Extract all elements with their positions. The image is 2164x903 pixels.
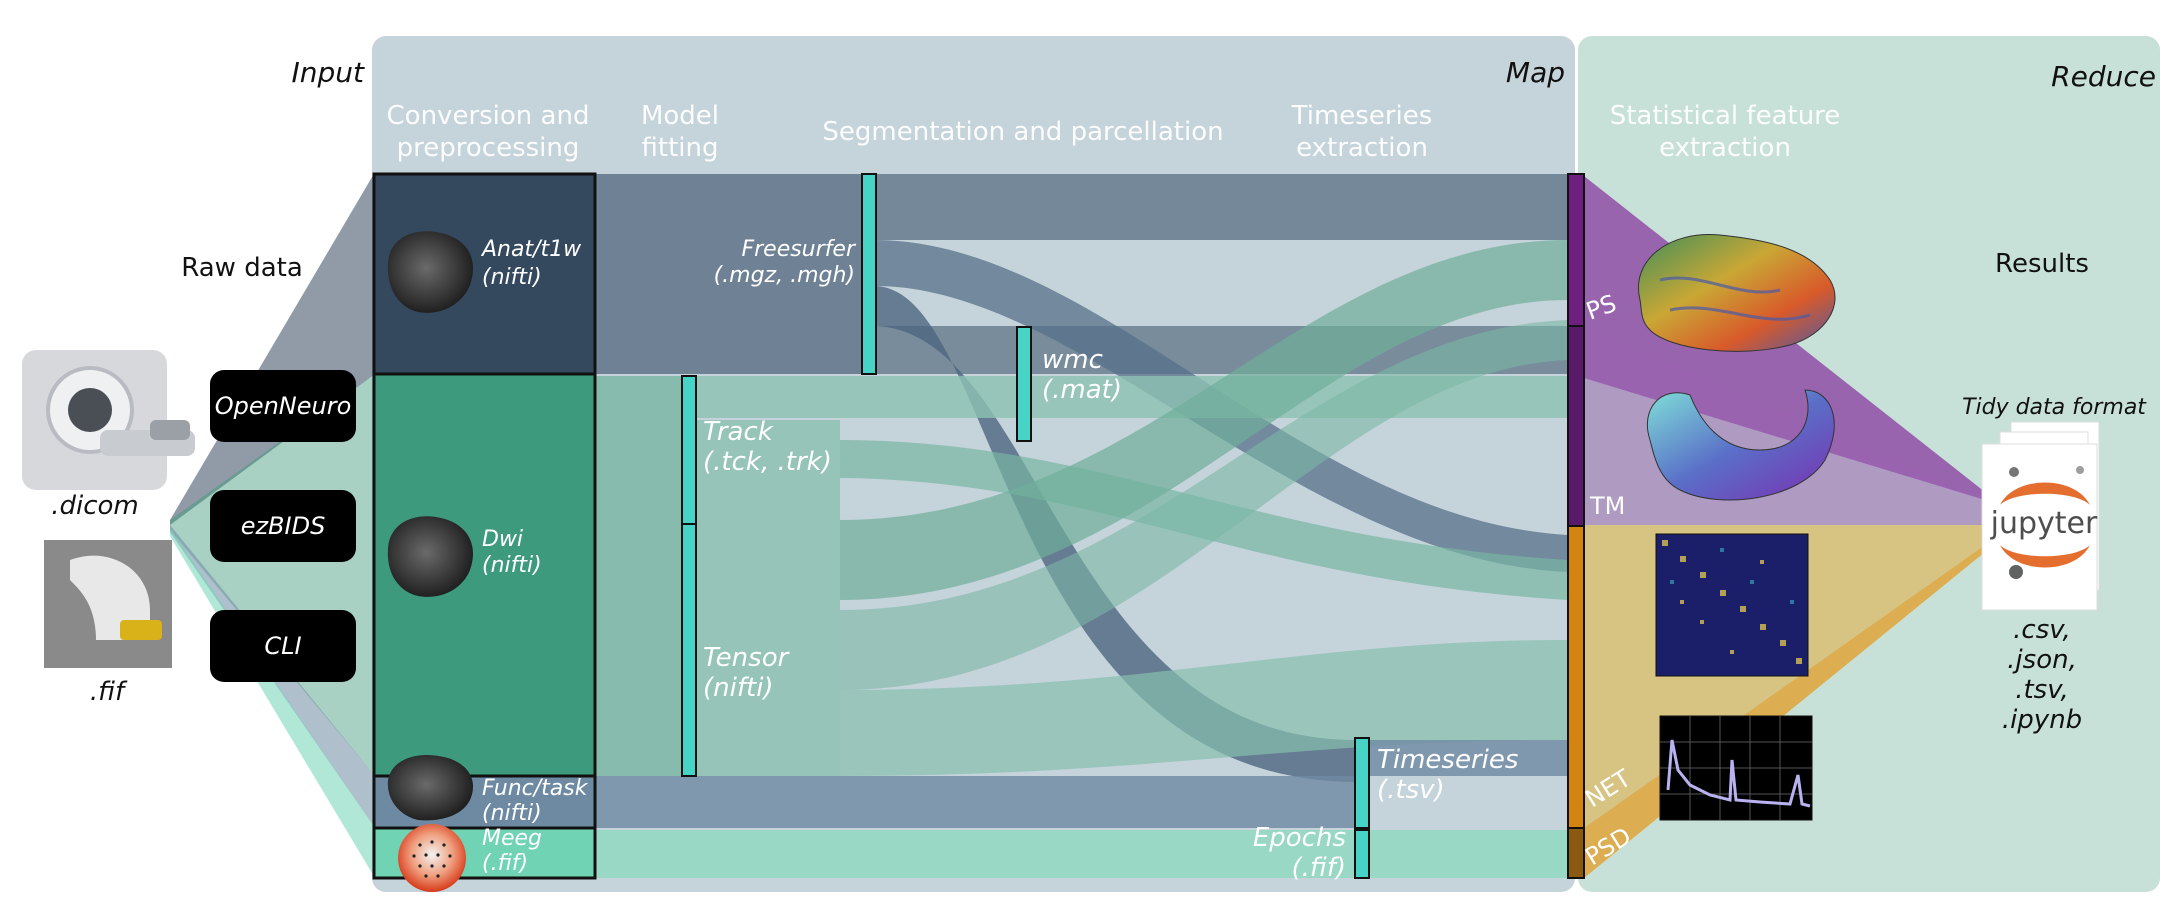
freesurfer-label-1: Freesurfer bbox=[741, 237, 857, 262]
ezbids-button[interactable] bbox=[210, 490, 356, 562]
wmc-label-2: (.mat) bbox=[1042, 375, 1122, 405]
func-brain-icon bbox=[387, 754, 474, 821]
flow-dwi-body bbox=[696, 420, 840, 776]
dwi-label-2: (nifti) bbox=[482, 553, 542, 578]
flow-tensor-tm bbox=[840, 320, 1568, 690]
flow-freesurfer-ps bbox=[874, 174, 1568, 240]
net-bar bbox=[1567, 525, 1585, 829]
header-conversion-1: Conversion and bbox=[387, 101, 590, 131]
ezbids-label[interactable]: ezBIDS bbox=[241, 512, 326, 540]
flow-anat-freesurfer bbox=[595, 174, 862, 374]
cli-label[interactable]: CLI bbox=[264, 632, 301, 660]
tensor-node bbox=[681, 523, 697, 777]
timeseries-label-1: Timeseries bbox=[1377, 745, 1518, 775]
epochs-node bbox=[1354, 829, 1370, 879]
jupyter-wordmark: jupyter bbox=[1990, 506, 2098, 541]
header-timeseries-2: extraction bbox=[1296, 133, 1428, 163]
phase-input: Input bbox=[291, 56, 365, 89]
dwi-label-1: Dwi bbox=[482, 527, 523, 552]
format-tsv: .tsv, bbox=[2015, 675, 2069, 705]
flow-func-timeseries bbox=[595, 776, 1355, 828]
cli-button[interactable] bbox=[210, 610, 356, 682]
tensor-label-2: (nifti) bbox=[703, 673, 774, 703]
track-node bbox=[681, 375, 697, 525]
flow-freesurfer-timeseries bbox=[874, 286, 1355, 782]
connectivity-matrix-icon bbox=[1655, 533, 1809, 677]
tm-bar bbox=[1567, 325, 1585, 527]
epochs-label-1: Epochs bbox=[1253, 823, 1346, 853]
wmc-label-1: wmc bbox=[1042, 345, 1103, 375]
flow-tensor-ps bbox=[840, 240, 1568, 600]
flow-meeg-epochs bbox=[595, 830, 1568, 878]
raw-data-title: Raw data bbox=[181, 253, 303, 283]
header-statistical-2: extraction bbox=[1659, 133, 1791, 163]
header-model-2: fitting bbox=[642, 133, 719, 163]
sankey-flows bbox=[595, 174, 1568, 878]
spectrum-plot-icon bbox=[1659, 715, 1813, 821]
freesurfer-label-2: (.mgz, .mgh) bbox=[714, 263, 855, 288]
jupyter-logo bbox=[2000, 466, 2090, 579]
header-timeseries-1: Timeseries bbox=[1291, 101, 1433, 131]
anat-label-2: (nifti) bbox=[482, 265, 542, 290]
dwi-brain-icon bbox=[387, 516, 474, 597]
dicom-label: .dicom bbox=[51, 491, 139, 521]
surface-brain-icon bbox=[1638, 233, 1836, 352]
mri-scanner-icon bbox=[22, 350, 195, 490]
meg-scanner-icon bbox=[44, 540, 172, 668]
timeseries-node bbox=[1354, 737, 1370, 829]
tensor-label-1: Tensor bbox=[703, 643, 791, 673]
meeg-label-1: Meeg bbox=[482, 826, 542, 851]
results-title: Results bbox=[1995, 249, 2089, 279]
phase-map: Map bbox=[1506, 56, 1565, 89]
fif-label: .fif bbox=[90, 677, 128, 707]
tract-model-icon bbox=[1646, 389, 1835, 501]
header-segmentation: Segmentation and parcellation bbox=[822, 117, 1223, 147]
format-json: .json, bbox=[2007, 645, 2077, 675]
track-label-2: (.tck, .trk) bbox=[703, 447, 832, 477]
flow-dwi-track-tensor bbox=[595, 376, 682, 776]
phase-reduce: Reduce bbox=[2051, 60, 2156, 93]
anat-brain-icon bbox=[387, 231, 474, 313]
format-ipynb: .ipynb bbox=[2002, 705, 2082, 735]
openneuro-label[interactable]: OpenNeuro bbox=[215, 392, 352, 420]
flow-timeseries-net bbox=[1370, 740, 1568, 776]
track-label-1: Track bbox=[703, 417, 774, 447]
header-statistical-1: Statistical feature bbox=[1610, 101, 1841, 131]
ps-bar bbox=[1567, 173, 1585, 327]
func-label-1: Func/task bbox=[482, 776, 589, 801]
tidy-format-label: Tidy data format bbox=[1962, 395, 2147, 420]
anat-label-1: Anat/t1w bbox=[480, 237, 582, 262]
tm-label: TM bbox=[1589, 492, 1625, 520]
meeg-label-2: (.fif) bbox=[482, 851, 528, 876]
openneuro-button[interactable] bbox=[210, 370, 356, 442]
wmc-node bbox=[1016, 326, 1032, 442]
eeg-head-icon bbox=[398, 824, 466, 892]
func-label-2: (nifti) bbox=[482, 801, 542, 826]
psd-bar bbox=[1567, 827, 1585, 879]
header-conversion-2: preprocessing bbox=[397, 133, 580, 163]
timeseries-label-2: (.tsv) bbox=[1377, 775, 1445, 805]
format-csv: .csv, bbox=[2013, 615, 2071, 645]
header-model-1: Model bbox=[641, 101, 719, 131]
freesurfer-node bbox=[861, 173, 877, 375]
epochs-label-2: (.fif) bbox=[1291, 853, 1346, 883]
